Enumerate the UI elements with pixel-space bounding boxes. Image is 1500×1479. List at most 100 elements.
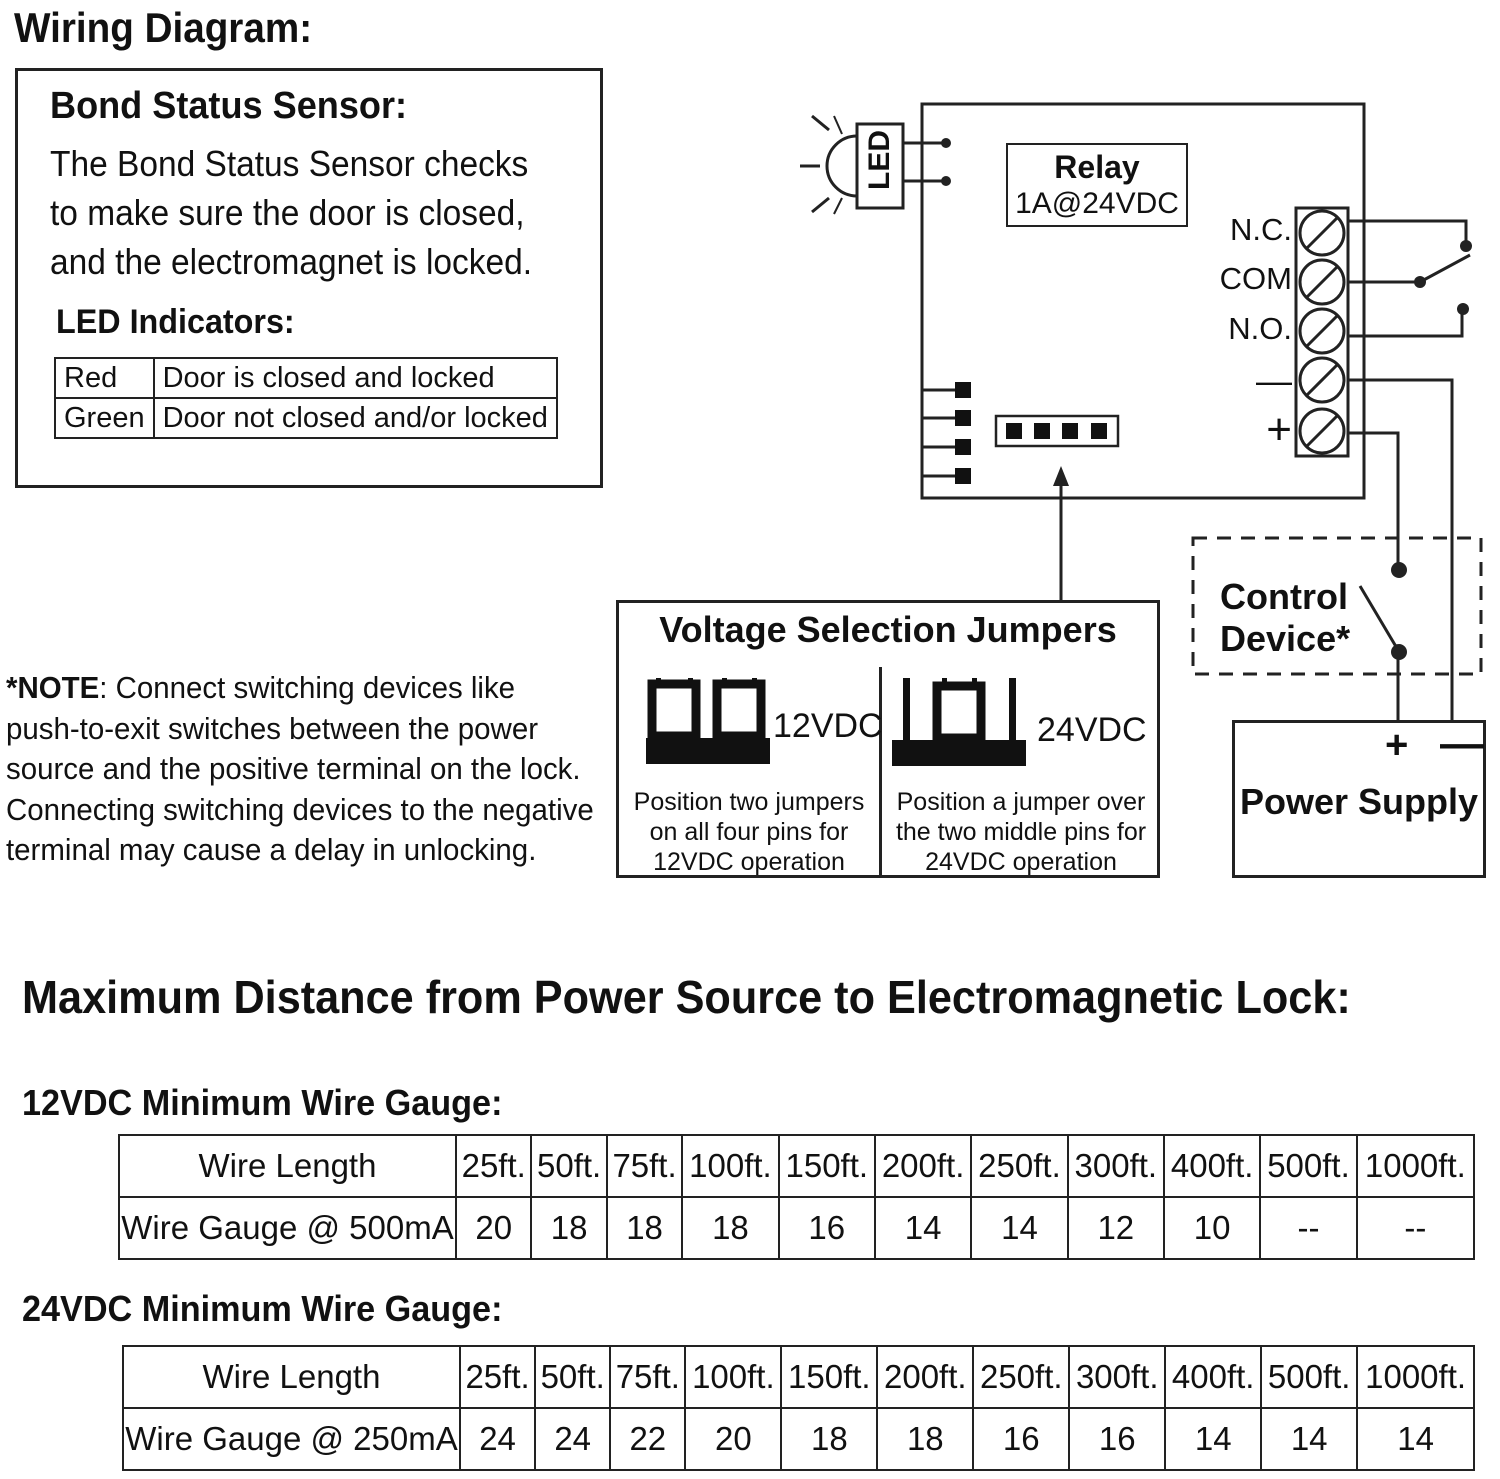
gauge-cell: 24 — [534, 1407, 612, 1471]
gauge-cell: 18 — [876, 1407, 975, 1471]
gauge-12vdc-table: Wire Length 25ft. 50ft. 75ft. 100ft. 150… — [118, 1134, 1476, 1260]
length-cell: 250ft. — [972, 1345, 1071, 1409]
gauge-cell: 14 — [1356, 1407, 1475, 1471]
note-line: push-to-exit switches between the power — [6, 710, 539, 746]
length-cell: 200ft. — [873, 1134, 973, 1198]
instruction-line: Position two jumpers — [633, 788, 865, 816]
length-cell: 150ft. — [777, 1134, 876, 1198]
sensor-title: Bond Status Sensor: — [50, 85, 408, 127]
length-cell: 150ft. — [780, 1345, 879, 1409]
left-pin-header — [955, 382, 971, 484]
led-indicator-table: Red Door is closed and locked Green Door… — [54, 357, 558, 439]
led-ray — [811, 114, 830, 132]
length-cell: 50ft. — [530, 1134, 608, 1198]
length-cell: 100ft. — [684, 1345, 783, 1409]
length-cell: 50ft. — [534, 1345, 612, 1409]
gauge-cell: 14 — [970, 1196, 1069, 1260]
note-line: *NOTE: Connect switching devices like — [6, 668, 594, 709]
note-label: *NOTE — [6, 670, 100, 705]
note-line: Connecting switching devices to the nega… — [6, 791, 594, 827]
gauge-24vdc-title: 24VDC Minimum Wire Gauge: — [22, 1288, 503, 1329]
gauge-cell: 16 — [777, 1196, 876, 1260]
length-cell: 250ft. — [970, 1134, 1069, 1198]
length-cell: 1000ft. — [1355, 1134, 1476, 1198]
sensor-description-line: to make sure the door is closed, — [50, 192, 525, 233]
wiring-note: *NOTE: Connect switching devices like pu… — [6, 668, 594, 871]
power-supply-minus: — — [1440, 719, 1484, 768]
gauge-cell: 16 — [972, 1407, 1071, 1471]
gauge-cell: 14 — [1164, 1407, 1263, 1471]
length-cell: 100ft. — [681, 1134, 780, 1198]
gauge-cell: 20 — [684, 1407, 783, 1471]
controller-board — [920, 102, 1366, 500]
gauge-cell: 18 — [780, 1407, 879, 1471]
wire-gauge-header: Wire Gauge @ 500mA — [118, 1196, 457, 1260]
led-color-cell: Red — [54, 357, 155, 399]
wire-length-header: Wire Length — [118, 1134, 457, 1198]
terminal-screws — [1298, 209, 1346, 455]
led-meaning-cell: Door not closed and/or locked — [152, 397, 558, 439]
led-ray — [811, 196, 830, 214]
table-row: Wire Length 25ft. 50ft. 75ft. 100ft. 150… — [118, 1134, 1476, 1198]
control-device-line: Device* — [1220, 618, 1351, 659]
led-label: LED — [863, 130, 896, 190]
length-cell: 25ft. — [454, 1134, 533, 1198]
gauge-cell: 22 — [609, 1407, 687, 1471]
gauge-12vdc-title: 12VDC Minimum Wire Gauge: — [22, 1082, 503, 1123]
jumper-12vdc-label: 12VDC — [773, 707, 883, 745]
distance-title: Maximum Distance from Power Source to El… — [22, 971, 1351, 1023]
note-line: source and the positive terminal on the … — [6, 751, 581, 786]
instruction-line: on all four pins for — [649, 818, 849, 846]
length-cell: 1000ft. — [1356, 1345, 1475, 1409]
jumper-24vdc-label: 24VDC — [1037, 711, 1147, 749]
gauge-24vdc-table: Wire Length 25ft. 50ft. 75ft. 100ft. 150… — [122, 1345, 1475, 1471]
power-supply-plus: + — [1385, 723, 1409, 767]
wire-length-header: Wire Length — [122, 1345, 461, 1409]
length-cell: 75ft. — [605, 1134, 684, 1198]
sensor-description-line: The Bond Status Sensor checks — [50, 143, 529, 184]
led-meaning-cell: Door is closed and locked — [152, 357, 558, 399]
length-cell: 25ft. — [458, 1345, 537, 1409]
length-cell: 300ft. — [1066, 1134, 1165, 1198]
wiring-diagram — [646, 102, 1483, 766]
gauge-cell: 18 — [530, 1196, 608, 1260]
control-device-line: Control — [1220, 576, 1348, 617]
voltage-jumpers-title: Voltage Selection Jumpers — [659, 609, 1117, 650]
relay-label-box: Relay 1A@24VDC — [1006, 143, 1188, 227]
page-title: Wiring Diagram: — [14, 4, 313, 51]
terminal-label-com: COM — [1219, 261, 1292, 296]
table-row: Wire Gauge @ 500mA 20 18 18 18 16 14 14 … — [118, 1196, 1476, 1260]
gauge-cell: 16 — [1068, 1407, 1167, 1471]
length-cell: 400ft. — [1162, 1134, 1262, 1198]
power-wiring — [1348, 378, 1454, 720]
gauge-cell: 18 — [681, 1196, 780, 1260]
gauge-cell: -- — [1355, 1196, 1476, 1260]
gauge-cell: 14 — [873, 1196, 973, 1260]
instruction-line: Position a jumper over — [896, 788, 1146, 816]
led-indicators-title: LED Indicators: — [56, 303, 295, 341]
jumper-12vdc-instructions: Position two jumpers on all four pins fo… — [619, 787, 879, 877]
length-cell: 300ft. — [1068, 1345, 1167, 1409]
led-color-cell: Green — [54, 397, 155, 439]
relay-rating: 1A@24VDC — [1015, 187, 1179, 220]
relay-wiring — [1348, 219, 1471, 338]
instruction-line: the two middle pins for — [895, 818, 1147, 846]
length-cell: 75ft. — [609, 1345, 687, 1409]
wire-gauge-header: Wire Gauge @ 250mA — [122, 1407, 461, 1471]
power-supply-box: + — Power Supply — [1232, 719, 1486, 878]
led-dome-icon — [825, 134, 858, 198]
voltage-jumpers-box: Voltage Selection Jumpers 12VDC 24VDC Po… — [616, 600, 1160, 878]
gauge-cell: 18 — [605, 1196, 684, 1260]
table-row: Green Door not closed and/or locked — [54, 397, 558, 439]
table-row: Wire Length 25ft. 50ft. 75ft. 100ft. 150… — [122, 1345, 1475, 1409]
gauge-cell: 10 — [1162, 1196, 1262, 1260]
sensor-description-line: and the electromagnet is locked. — [50, 241, 533, 282]
terminal-label-no: N.O. — [1228, 311, 1292, 346]
instruction-line: 24VDC operation — [925, 848, 1117, 876]
length-cell: 200ft. — [876, 1345, 975, 1409]
table-row: Red Door is closed and locked — [54, 357, 558, 399]
gauge-cell: 24 — [458, 1407, 537, 1471]
note-text: : Connect switching devices like — [99, 670, 516, 705]
gauge-cell: 12 — [1066, 1196, 1165, 1260]
gauge-cell: -- — [1259, 1196, 1358, 1260]
